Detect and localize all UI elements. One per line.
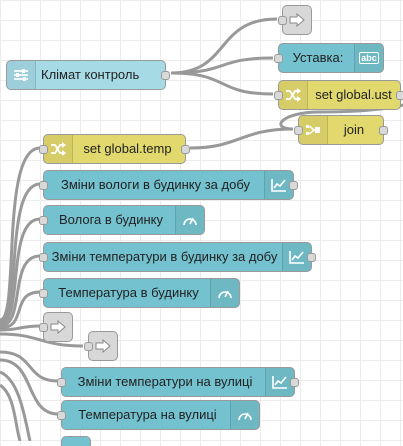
outdoor-temperature-gauge-node[interactable]: Температура на вулиці xyxy=(57,400,260,430)
humidity-chart-node[interactable]: Зміни вологи в будинку за добу xyxy=(39,170,298,200)
wire-left-to-linkout3 xyxy=(0,332,84,348)
node-label: join xyxy=(343,122,365,137)
input-port[interactable] xyxy=(39,216,48,225)
setpoint-text-node[interactable]: Уставка: abc xyxy=(274,43,384,73)
node-label: Волога в будинку xyxy=(59,212,163,227)
shuffle-icon xyxy=(279,81,308,109)
input-port[interactable] xyxy=(39,289,48,298)
set-global-temp-node[interactable]: set global.temp xyxy=(39,134,190,164)
join-icon xyxy=(299,116,328,144)
input-port[interactable] xyxy=(57,378,66,387)
node-label: Зміни вологи в будинку за добу xyxy=(60,177,250,192)
gauge-icon xyxy=(175,206,204,234)
temperature-chart-node[interactable]: Зміни температури в будинку за добу xyxy=(39,242,316,272)
output-port[interactable] xyxy=(289,181,298,190)
wire-left-to-settemp xyxy=(0,146,41,322)
input-port[interactable] xyxy=(278,16,287,25)
input-port[interactable] xyxy=(39,145,48,154)
gauge-icon xyxy=(230,401,259,429)
link-out-icon xyxy=(89,332,117,360)
shuffle-icon xyxy=(44,135,73,163)
wire-climate-to-setglobalust xyxy=(170,71,274,96)
wire-left-to-humgauge xyxy=(0,217,41,326)
node-label: Зміни температури в будинку за добу xyxy=(51,249,278,264)
input-port[interactable] xyxy=(39,181,48,190)
input-port[interactable] xyxy=(294,126,303,135)
temperature-gauge-node[interactable]: Температура в будинку xyxy=(39,278,240,308)
link-out-node-3[interactable] xyxy=(84,331,118,361)
input-port[interactable] xyxy=(57,411,66,420)
input-port[interactable] xyxy=(274,54,283,63)
input-port[interactable] xyxy=(84,342,93,351)
partial-node-bottom[interactable] xyxy=(61,436,91,446)
input-port[interactable] xyxy=(274,91,283,100)
output-port[interactable] xyxy=(161,71,170,80)
node-label: Температура на вулиці xyxy=(78,407,217,422)
wire-left-to-linkout2 xyxy=(0,324,41,332)
node-label: Клімат контроль xyxy=(41,67,140,82)
node-label: set global.temp xyxy=(83,141,172,156)
chart-icon xyxy=(264,171,293,199)
node-label: Уставка: xyxy=(292,50,344,65)
wire-left-to-tempchart xyxy=(0,254,41,328)
link-out-icon xyxy=(44,313,72,341)
gauge-icon xyxy=(210,279,239,307)
wire-ust-to-join xyxy=(279,103,403,131)
wire-left-to-tempgauge xyxy=(0,290,41,330)
wire-left-bottom-1 xyxy=(0,370,32,441)
wire-left-to-outgauge xyxy=(0,358,59,416)
output-port[interactable] xyxy=(379,126,388,135)
link-out-node-2[interactable] xyxy=(39,312,73,342)
input-port[interactable] xyxy=(39,323,48,332)
join-node[interactable]: join xyxy=(294,115,388,145)
link-out-node-1[interactable] xyxy=(278,5,312,35)
chart-icon xyxy=(282,243,311,271)
input-port[interactable] xyxy=(39,253,48,262)
outdoor-temperature-chart-node[interactable]: Зміни температури на вулиці xyxy=(57,367,299,397)
humidity-gauge-node[interactable]: Волога в будинку xyxy=(39,205,205,235)
node-label: Температура в будинку xyxy=(58,285,199,300)
text-abc-icon: abc xyxy=(354,44,383,72)
climate-control-node[interactable]: Клімат контроль xyxy=(6,60,170,90)
node-label: set global.ust xyxy=(315,87,392,102)
output-port[interactable] xyxy=(181,145,190,154)
set-global-ust-node[interactable]: set global.ust xyxy=(274,80,403,110)
wire-left-to-outchart xyxy=(0,350,59,383)
output-port[interactable] xyxy=(290,378,299,387)
link-out-icon xyxy=(283,6,311,34)
output-port[interactable] xyxy=(396,91,403,100)
output-port[interactable] xyxy=(307,253,316,262)
wire-climate-to-linkout xyxy=(170,17,278,75)
wire-temp-to-join xyxy=(189,127,294,150)
sliders-icon xyxy=(7,61,36,89)
chart-icon xyxy=(265,368,294,396)
node-label: Зміни температури на вулиці xyxy=(77,374,253,389)
wire-left-to-humchart xyxy=(0,182,41,324)
wire-left-bottom-2 xyxy=(0,383,22,441)
